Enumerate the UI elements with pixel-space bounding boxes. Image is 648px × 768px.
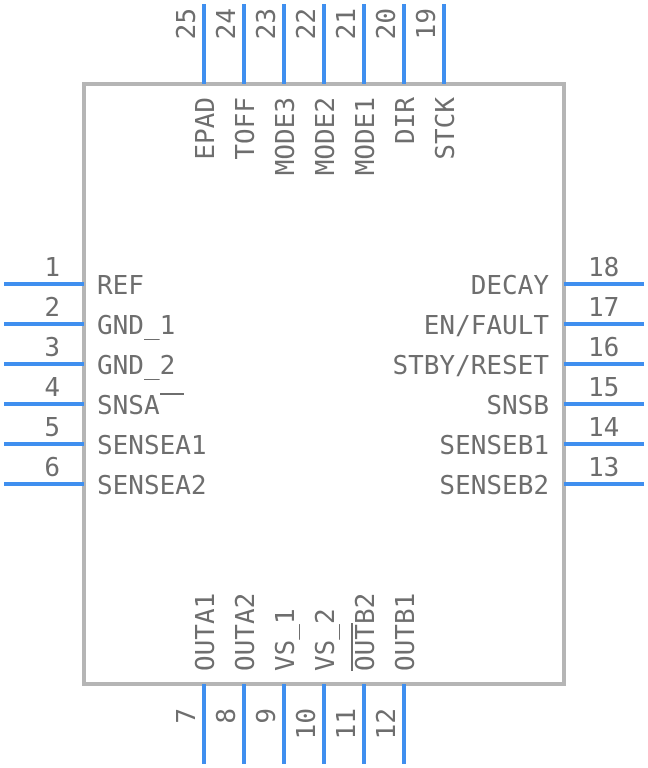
- pin-number-17: 17: [588, 293, 619, 323]
- pin-number-10: 10: [292, 708, 322, 739]
- pin-label-sensea1: SENSEA1: [97, 431, 207, 461]
- pin-label-senseb1: SENSEB1: [439, 431, 549, 461]
- pin-label-dir: DIR: [391, 97, 421, 144]
- pin-number-5: 5: [44, 413, 60, 443]
- pin-label-mode3: MODE3: [271, 97, 301, 175]
- pin-number-7: 7: [172, 708, 202, 724]
- pin-label-outb2: OUTB2: [351, 593, 381, 671]
- pin-number-4: 4: [44, 373, 60, 403]
- pin-label-toff: TOFF: [231, 97, 261, 160]
- pin-number-20: 20: [372, 8, 402, 39]
- pins-layer: 1REF2GND_13GND_24SNSA5SENSEA16SENSEA218D…: [4, 4, 644, 764]
- pin-number-24: 24: [212, 8, 242, 39]
- pin-number-9: 9: [252, 708, 282, 724]
- pin-label-outb1: OUTB1: [391, 593, 421, 671]
- pin-number-1: 1: [44, 253, 60, 283]
- pin-label-gnd-1: GND_1: [97, 311, 175, 341]
- pin-number-16: 16: [588, 333, 619, 363]
- pin-label-stby-reset: STBY/RESET: [392, 351, 549, 381]
- pin-label-vs-2: VS_2: [311, 608, 341, 671]
- pin-number-25: 25: [172, 8, 202, 39]
- pin-label-decay: DECAY: [471, 271, 550, 301]
- pin-number-6: 6: [44, 453, 60, 483]
- pin-label-outa2: OUTA2: [231, 593, 261, 671]
- pin-number-14: 14: [588, 413, 619, 443]
- pin-label-snsa: SNSA: [97, 391, 160, 421]
- pin-label-vs-1: VS_1: [271, 608, 301, 671]
- pin-number-21: 21: [332, 8, 362, 39]
- pin-number-11: 11: [332, 708, 362, 739]
- pin-label-epad: EPAD: [191, 97, 221, 160]
- pin-number-22: 22: [292, 8, 322, 39]
- component-body: [82, 82, 566, 686]
- pin-label-sensea2: SENSEA2: [97, 471, 207, 501]
- pin-label-senseb2: SENSEB2: [439, 471, 549, 501]
- pin-label-mode2: MODE2: [311, 97, 341, 175]
- pin-label-snsb: SNSB: [486, 391, 549, 421]
- pin-number-15: 15: [588, 373, 619, 403]
- pin-label-ref: REF: [97, 271, 144, 301]
- pin-number-3: 3: [44, 333, 60, 363]
- pin-number-2: 2: [44, 293, 60, 323]
- pin-label-stck: STCK: [431, 97, 461, 160]
- pin-number-18: 18: [588, 253, 619, 283]
- pin-number-8: 8: [212, 708, 242, 724]
- pin-number-19: 19: [412, 8, 442, 39]
- pin-number-12: 12: [372, 708, 402, 739]
- pin-number-23: 23: [252, 8, 282, 39]
- pin-label-mode1: MODE1: [351, 97, 381, 175]
- pin-label-outa1: OUTA1: [191, 593, 221, 671]
- pin-label-gnd-2: GND_2: [97, 351, 175, 381]
- pin-number-13: 13: [588, 453, 619, 483]
- pin-label-en-fault: EN/FAULT: [424, 311, 550, 341]
